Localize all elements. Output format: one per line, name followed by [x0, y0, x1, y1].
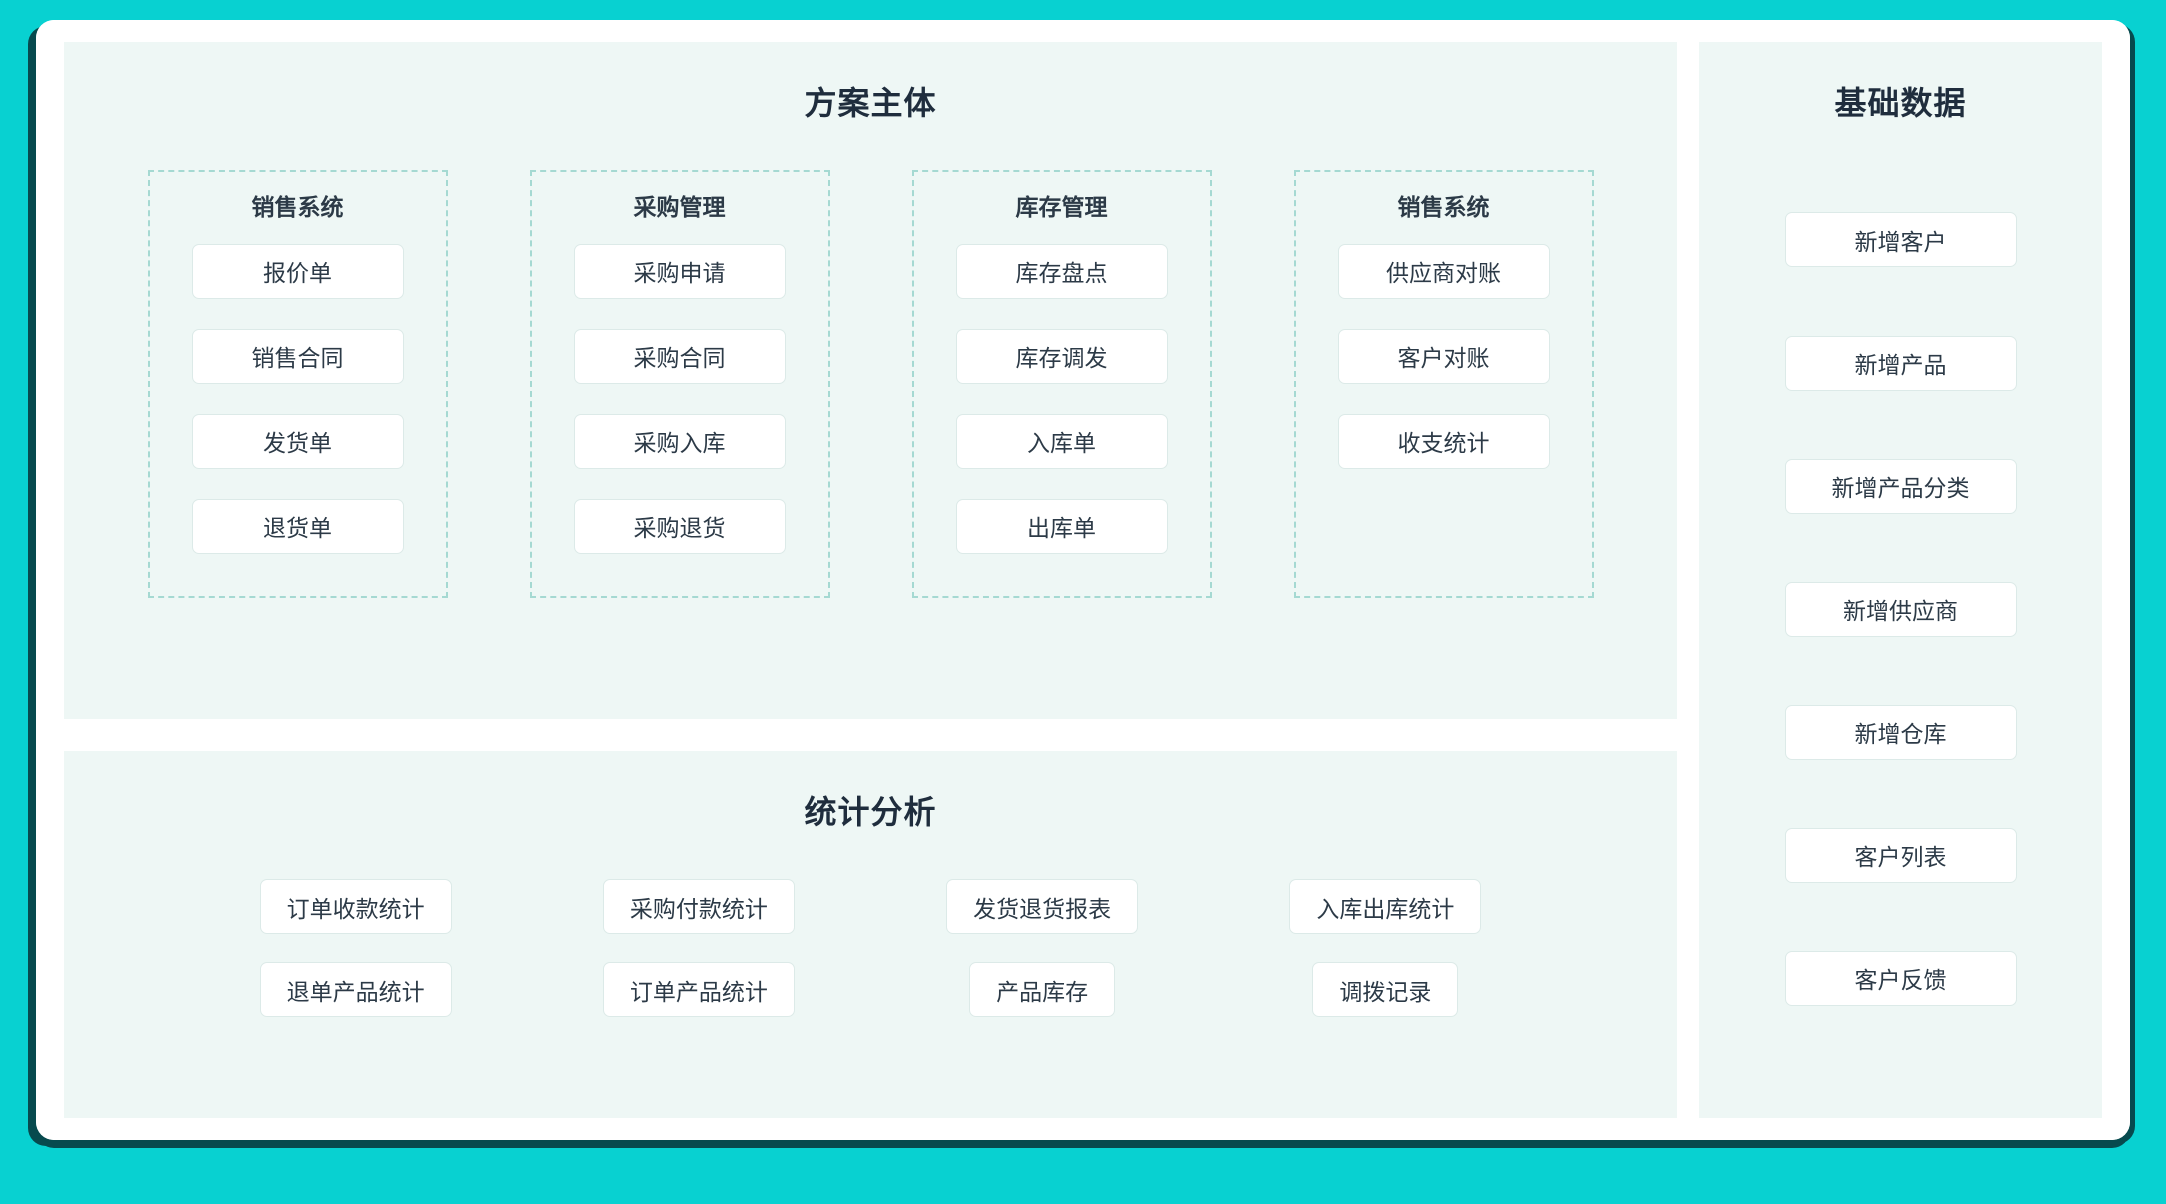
module-group-title: 销售系统	[1397, 194, 1490, 221]
module-chip[interactable]: 供应商对账	[1337, 243, 1550, 299]
module-group-row: 销售系统报价单销售合同发货单退货单采购管理采购申请采购合同采购入库采购退货库存管…	[64, 170, 1677, 599]
statistics-panel-title: 统计分析	[804, 794, 937, 830]
base-data-chip[interactable]: 新增产品分类	[1784, 458, 2017, 514]
left-column: 方案主体 销售系统报价单销售合同发货单退货单采购管理采购申请采购合同采购入库采购…	[64, 42, 1677, 1118]
base-data-panel: 基础数据 新增客户新增产品新增产品分类新增供应商新增仓库客户列表客户反馈	[1699, 42, 2102, 1118]
module-chip[interactable]: 采购申请	[573, 243, 786, 299]
base-data-chip[interactable]: 新增产品	[1784, 335, 2017, 391]
app-window-frame: 方案主体 销售系统报价单销售合同发货单退货单采购管理采购申请采购合同采购入库采购…	[36, 20, 2130, 1140]
module-group-title: 销售系统	[251, 194, 344, 221]
statistics-panel: 统计分析 订单收款统计 采购付款统计 发货退货报表 入库出库统计退单产品统计 订单产品统…	[64, 751, 1677, 1118]
statistics-chip[interactable]: 产品库存	[969, 962, 1116, 1018]
base-data-chip-list: 新增客户新增产品新增产品分类新增供应商新增仓库客户列表客户反馈	[1699, 122, 2102, 1118]
statistics-chip[interactable]: 采购付款统计	[602, 879, 795, 935]
module-chip[interactable]: 入库单	[955, 413, 1168, 469]
main-solution-panel: 方案主体 销售系统报价单销售合同发货单退货单采购管理采购申请采购合同采购入库采购…	[64, 42, 1677, 719]
module-group-title: 采购管理	[633, 194, 726, 221]
base-data-chip[interactable]: 客户列表	[1784, 827, 2017, 883]
module-chip[interactable]: 采购入库	[573, 413, 786, 469]
right-column: 基础数据 新增客户新增产品新增产品分类新增供应商新增仓库客户列表客户反馈	[1699, 42, 2102, 1118]
module-chip[interactable]: 报价单	[191, 243, 404, 299]
module-group: 销售系统报价单销售合同发货单退货单	[147, 170, 448, 599]
base-data-chip[interactable]: 新增供应商	[1784, 581, 2017, 637]
main-panel-title: 方案主体	[804, 85, 937, 121]
page-layout: 方案主体 销售系统报价单销售合同发货单退货单采购管理采购申请采购合同采购入库采购…	[36, 20, 2130, 1140]
module-chip[interactable]: 出库单	[955, 498, 1168, 554]
base-data-chip[interactable]: 客户反馈	[1784, 950, 2017, 1006]
module-chip[interactable]: 采购合同	[573, 328, 786, 384]
module-chip[interactable]: 客户对账	[1337, 328, 1550, 384]
statistics-chip[interactable]: 调拨记录	[1312, 962, 1459, 1018]
module-chip[interactable]: 库存盘点	[955, 243, 1168, 299]
module-chip[interactable]: 采购退货	[573, 498, 786, 554]
module-group: 销售系统供应商对账客户对账收支统计	[1293, 170, 1594, 599]
module-chip[interactable]: 库存调发	[955, 328, 1168, 384]
module-chip[interactable]: 退货单	[191, 498, 404, 554]
module-chip[interactable]: 发货单	[191, 413, 404, 469]
statistics-chip-grid: 订单收款统计 采购付款统计 发货退货报表 入库出库统计退单产品统计 订单产品统计 产品库存…	[64, 879, 1677, 1018]
base-data-chip[interactable]: 新增仓库	[1784, 704, 2017, 760]
statistics-chip[interactable]: 订单产品统计	[602, 962, 795, 1018]
module-chip[interactable]: 收支统计	[1337, 413, 1550, 469]
module-group: 库存管理库存盘点库存调发入库单出库单	[911, 170, 1212, 599]
statistics-chip[interactable]: 入库出库统计	[1289, 879, 1482, 935]
module-chip[interactable]: 销售合同	[191, 328, 404, 384]
base-data-panel-title: 基础数据	[1834, 85, 1967, 121]
app-window-surface: 方案主体 销售系统报价单销售合同发货单退货单采购管理采购申请采购合同采购入库采购…	[36, 20, 2130, 1140]
module-group-title: 库存管理	[1015, 194, 1108, 221]
base-data-chip[interactable]: 新增客户	[1784, 212, 2017, 268]
statistics-chip[interactable]: 退单产品统计	[259, 962, 452, 1018]
statistics-chip[interactable]: 订单收款统计	[259, 879, 452, 935]
statistics-chip[interactable]: 发货退货报表	[946, 879, 1139, 935]
module-group: 采购管理采购申请采购合同采购入库采购退货	[529, 170, 830, 599]
